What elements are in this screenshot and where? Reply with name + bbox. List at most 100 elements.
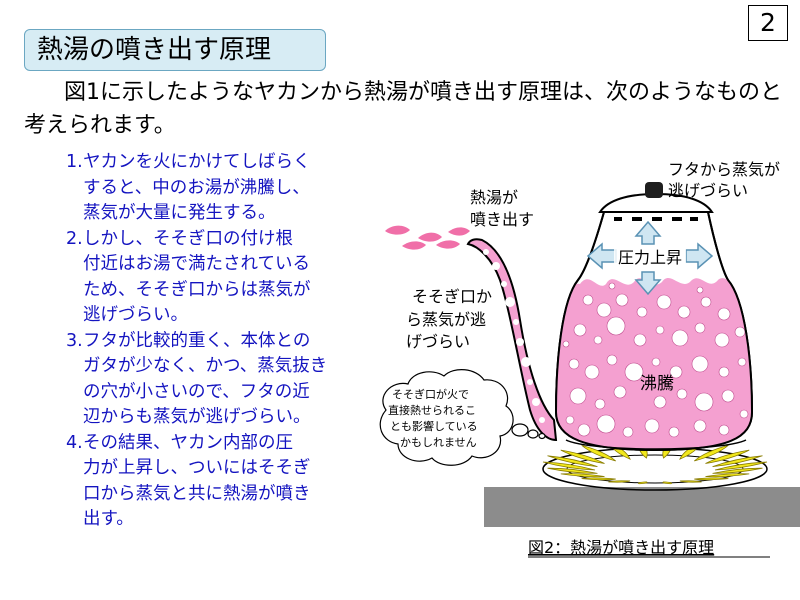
bubble	[691, 355, 709, 373]
steam-droplets	[385, 225, 470, 250]
intro-paragraph: 図1に示したようなヤカンから熱湯が噴き出す原理は、次のようなものと考えられます。	[24, 80, 782, 138]
bubble	[622, 426, 634, 438]
flame-petal	[662, 481, 673, 485]
bubble	[669, 365, 683, 379]
bubble	[562, 340, 570, 348]
bubble	[696, 286, 704, 294]
bubble	[584, 364, 600, 380]
bubble	[615, 293, 629, 307]
flame-petal	[560, 449, 605, 464]
lid-label-line: 逃げづらい	[668, 181, 748, 200]
bubble	[483, 249, 489, 255]
bubble	[577, 423, 591, 437]
spout-steam-label-line: そそぎ口か	[412, 287, 492, 306]
flame-petal	[679, 480, 702, 483]
bubble	[656, 294, 672, 310]
lid-label-line: フタから蒸気が	[668, 160, 780, 179]
bubble	[700, 296, 712, 308]
flame-petal	[712, 467, 763, 474]
flame-petal	[560, 473, 605, 478]
bubble	[694, 322, 706, 334]
step-line: 力が上昇し、ついにはそそぎ	[83, 458, 311, 478]
flame-petal	[705, 473, 750, 478]
bubble	[668, 426, 680, 438]
flame-petal	[547, 455, 598, 468]
kettle	[466, 182, 754, 452]
arrow-up-icon	[634, 220, 662, 245]
spout-bubbles	[483, 249, 545, 423]
bubble	[717, 307, 731, 321]
step-item: 1.ヤカンを火にかけてしばらく すると、中のお湯が沸騰し、 蒸気が大量に発生する…	[66, 150, 366, 227]
flame-petal	[608, 480, 631, 483]
bubble	[606, 316, 626, 336]
bubble	[737, 357, 747, 367]
bubble	[721, 389, 735, 403]
boiling-label: 沸騰	[640, 374, 674, 394]
bubble	[501, 281, 507, 287]
boiling-water	[556, 278, 752, 450]
stove-top	[484, 487, 800, 527]
flame-petal	[542, 461, 596, 471]
bubble	[594, 398, 606, 410]
flame-petal	[712, 455, 763, 468]
bubble	[734, 326, 746, 338]
bubble	[516, 338, 524, 346]
thought-line: とも影響している	[390, 419, 478, 433]
bubble	[521, 357, 531, 367]
spout-steam-label-line: ら蒸気が逃	[406, 310, 486, 329]
step-line: ヤカンを火にかけてしばらく	[83, 152, 311, 172]
pressure-arrows: 圧力上昇	[586, 220, 714, 296]
bubble	[613, 385, 627, 399]
step-number: 1.	[66, 152, 83, 172]
bubble	[582, 294, 594, 306]
bubble	[671, 329, 689, 347]
lid-vent-holes	[614, 217, 698, 221]
thought-line: かもしれません	[400, 436, 477, 449]
step-line: ガタが少なく、かつ、蒸気抜き	[83, 356, 328, 376]
step-item: 3.フタが比較的重く、本体との ガタが少なく、かつ、蒸気抜き の穴が小さいので、…	[66, 329, 366, 431]
bubble	[565, 415, 575, 425]
arrow-down-icon	[634, 271, 662, 296]
bubble	[633, 333, 647, 347]
flame-petal	[581, 444, 616, 462]
bubble	[624, 362, 644, 382]
step-line: 出す。	[83, 509, 134, 529]
bubble	[676, 388, 688, 400]
lid-knob	[645, 182, 663, 198]
bubble	[532, 398, 540, 406]
bubble	[739, 409, 749, 419]
bubble	[593, 335, 603, 345]
kettle-spout	[466, 238, 558, 442]
spout-out-label-line: 熱湯が	[470, 188, 518, 207]
bubble	[644, 418, 660, 434]
step-line: 逃げづらい。	[83, 305, 188, 325]
flame-petal	[705, 449, 750, 464]
step-line: その結果、ヤカン内部の圧	[83, 432, 293, 453]
bubble	[606, 354, 618, 366]
bubble	[694, 392, 714, 412]
bubble	[653, 395, 667, 409]
step-line: 付近はお湯で満たされている	[83, 254, 310, 274]
spout-steam-label-line: げづらい	[406, 332, 470, 351]
thought-line: そそぎ口が火で	[392, 387, 469, 401]
bubble	[573, 323, 587, 337]
thought-bubble: そそぎ口が火で 直接熱せられるこ とも影響している かもしれません	[379, 369, 546, 466]
step-line: の穴が小さいので、フタの近	[83, 381, 310, 402]
bubble	[513, 319, 519, 325]
step-list: 1.ヤカンを火にかけてしばらく すると、中のお湯が沸騰し、 蒸気が大量に発生する…	[66, 150, 366, 533]
step-line: 蒸気が大量に発生する。	[83, 203, 276, 223]
flame-petal	[581, 477, 616, 481]
figure-caption: 図2：熱湯が噴き出す原理	[528, 538, 714, 557]
bubble	[636, 306, 648, 318]
bubble	[718, 424, 730, 436]
flame	[542, 439, 768, 491]
step-number: 2.	[66, 228, 83, 249]
bubble	[608, 282, 616, 290]
step-line: ため、そそぎ口からは蒸気が	[83, 279, 311, 300]
step-line: すると、中のお湯が沸騰し、	[83, 177, 310, 198]
flame-petal	[714, 461, 768, 471]
spout-out-label-line: 噴き出す	[470, 210, 534, 229]
step-line: しかし、そそぎ口の付け根	[83, 228, 293, 249]
step-item: 4.その結果、ヤカン内部の圧 力が上昇し、ついにはそそぎ 口から蒸気と共に熱湯が…	[66, 431, 366, 533]
